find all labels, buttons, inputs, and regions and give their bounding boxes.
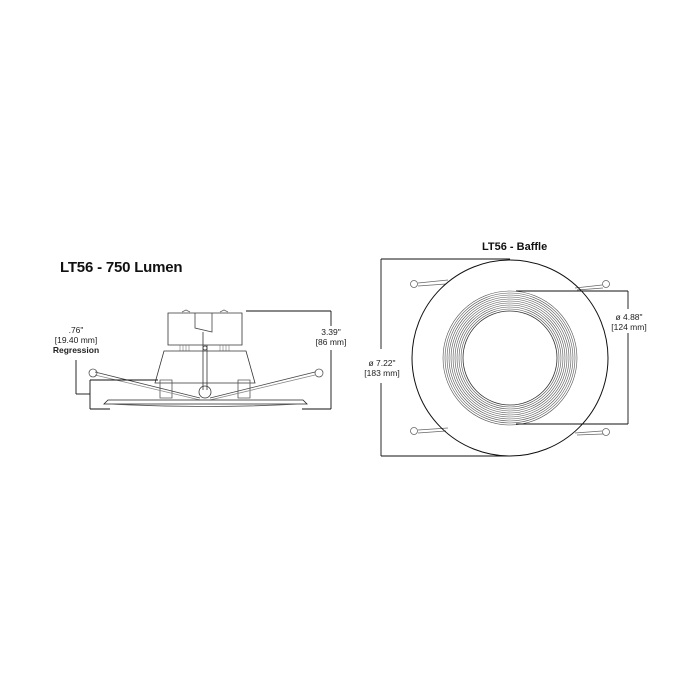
outer-diameter-inches: ø 7.22" — [368, 358, 396, 368]
regression-mm: [19.40 mm] — [54, 335, 98, 345]
top-view-title: LT56 - Baffle — [482, 241, 548, 253]
height-inches: 3.39" — [321, 327, 341, 337]
inner-diameter-label: ø 4.88" [124 mm] — [607, 312, 651, 332]
top-view-dimension-lines — [380, 258, 629, 457]
inner-diameter-inches: ø 4.88" — [615, 312, 643, 322]
height-mm: [86 mm] — [315, 337, 347, 347]
side-view-dimension-lines — [75, 310, 332, 410]
side-view-drawing — [88, 309, 324, 407]
inner-diameter-mm: [124 mm] — [611, 322, 647, 332]
height-dimension-label: 3.39" [86 mm] — [310, 327, 352, 347]
regression-dimension-label: .76" [19.40 mm] Regression — [52, 325, 100, 355]
side-view-title: LT56 - 750 Lumen — [60, 259, 183, 276]
regression-label: Regression — [52, 345, 100, 355]
top-view-drawing — [410, 259, 610, 457]
outer-diameter-mm: [183 mm] — [364, 368, 400, 378]
outer-diameter-label: ø 7.22" [183 mm] — [361, 358, 403, 378]
regression-inches: .76" — [68, 325, 84, 335]
